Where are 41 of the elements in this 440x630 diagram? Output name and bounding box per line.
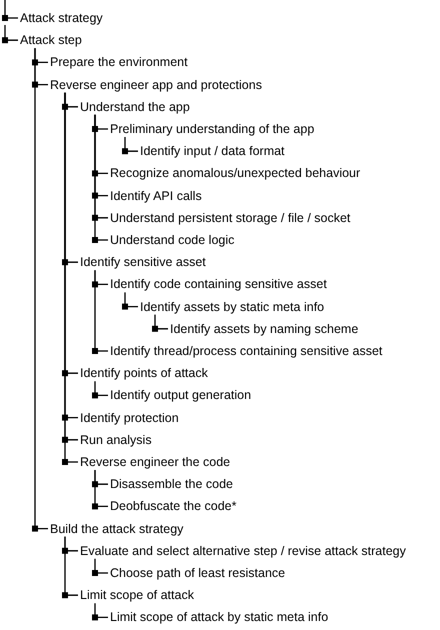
tree-connector	[34, 48, 48, 530]
tree-item-label: Identify protection	[80, 410, 179, 426]
tree-item-label: Prepare the environment	[50, 54, 188, 70]
tree-item-label: Understand the app	[80, 98, 190, 115]
tree-item-label: Limit scope of attack by static meta info	[110, 609, 328, 626]
tree-item-label: Preliminary understanding of the app	[110, 121, 314, 137]
tree-item-label: Understand persistent storage / file / socket	[110, 210, 350, 226]
tree-connector	[94, 381, 108, 396]
tree-connector	[124, 292, 138, 308]
tree-item-label: Disassemble the code	[110, 476, 233, 492]
tree-item-label: Identify assets by naming scheme	[170, 320, 358, 337]
tree-connector	[124, 137, 138, 152]
tree-item-label: Identify code containing sensitive asset	[110, 276, 327, 292]
tree-item-label: Build the attack strategy	[50, 520, 184, 537]
tree-item-label: Deobfuscate the code*	[110, 498, 236, 514]
tree-item-label: Reverse engineer app and protections	[50, 76, 262, 93]
tree-item-label: Identify points of attack	[80, 365, 208, 382]
tree-item-label: Attack strategy	[20, 10, 103, 26]
tree-connector	[154, 314, 168, 330]
tree-item-label: Evaluate and select alternative step / revise attack strategy	[80, 542, 406, 559]
tree-item-label: Identify output generation	[110, 387, 252, 404]
tree-item-label: Attack step	[20, 32, 82, 48]
tree-item-label: Limit scope of attack	[80, 587, 194, 604]
tree-item-label: Run analysis	[80, 432, 152, 448]
tree-connector	[94, 558, 108, 574]
tree-item-label: Identify thread/process containing sensitive asset	[110, 343, 382, 359]
tree-item-label: Identify API calls	[110, 188, 202, 204]
tree-connector	[4, 0, 18, 19]
tree-connector	[94, 270, 108, 352]
tree-item-label: Identify input / data format	[140, 143, 285, 160]
tree-item-label: Recognize anomalous/unexpected behaviour	[110, 165, 360, 182]
tree-item-label: Identify assets by static meta info	[140, 298, 324, 315]
tree-connector	[94, 603, 108, 618]
tree-connector	[94, 470, 108, 508]
tree-item-label: Identify sensitive asset	[80, 254, 206, 270]
tree-connector	[4, 25, 18, 41]
tree-connector	[94, 114, 108, 241]
tree-connector	[64, 536, 78, 596]
tree-item-label: Reverse engineer the code	[80, 454, 230, 470]
tree-item-label: Choose path of least resistance	[110, 565, 286, 581]
tree-item-label: Understand code logic	[110, 232, 234, 248]
